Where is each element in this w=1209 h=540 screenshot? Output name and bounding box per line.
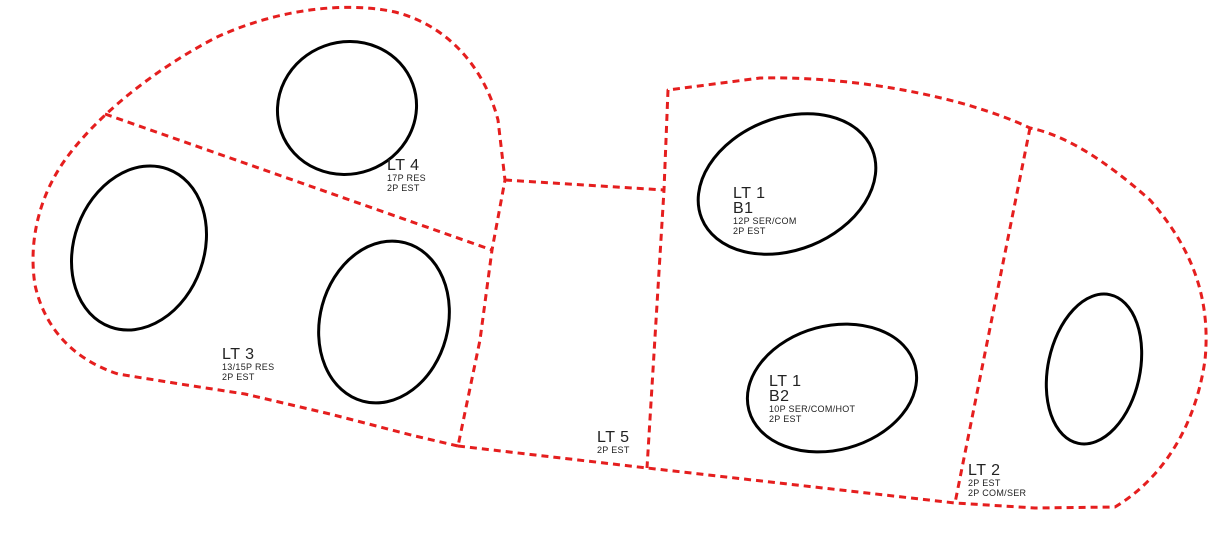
lot-name: LT 5 [597,429,630,446]
footprint-lt1-b2 [745,322,919,454]
footprint-lt1-b1 [696,112,878,256]
footprint-lt2 [1044,292,1144,446]
footprint-lt3-left [70,164,208,332]
lot-building: B1 [733,200,754,217]
boundary-left-parcel [31,5,507,448]
boundary-bottom-edge [457,76,1208,510]
lot-detail: 10P SER/COM/HOT [769,404,856,414]
label-lt5: LT 5 2P EST [597,429,630,456]
lot-detail: 12P SER/COM [733,216,797,226]
lot-building: B2 [769,388,790,405]
lot-name: LT 1 [769,373,802,390]
boundary-lt1-lt2-divider [953,127,1032,504]
boundary-lt3-lt4-divider [104,112,493,252]
lot-detail: 17P RES [387,173,426,183]
lot-detail: 2P EST [769,414,802,424]
lot-detail: 2P EST [597,445,630,455]
footprint-lt4 [275,40,419,176]
label-lt2: LT 2 2P EST 2P COM/SER [968,462,1027,499]
lot-name: LT 2 [968,462,1001,479]
lot-detail: 2P EST [733,226,766,236]
lot-name: LT 4 [387,157,420,174]
lot-detail: 2P EST [222,372,255,382]
label-lt1-b2: LT 1 B2 10P SER/COM/HOT 2P EST [769,373,856,425]
lot-detail: 2P EST [387,183,420,193]
lot-name: LT 3 [222,346,255,363]
boundary-lt5-top [504,178,665,192]
label-lt4: LT 4 17P RES 2P EST [387,157,426,194]
lot-detail: 2P COM/SER [968,488,1027,498]
footprint-lt3-right [317,239,451,405]
label-lt1-b1: LT 1 B1 12P SER/COM 2P EST [733,185,797,237]
lot-detail: 2P EST [968,478,1001,488]
lot-detail: 13/15P RES [222,362,275,372]
lot-name: LT 1 [733,185,766,202]
label-lt3: LT 3 13/15P RES 2P EST [222,346,275,383]
